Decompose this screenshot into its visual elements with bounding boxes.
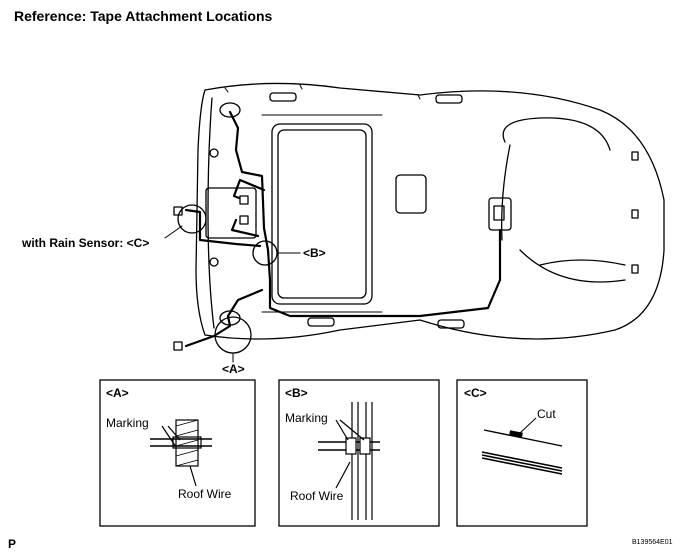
callout-a-label: <A> (222, 362, 245, 376)
callout-circle-c (177, 204, 207, 234)
detail-c-drawing (481, 417, 563, 475)
detail-b-roof-wire: Roof Wire (290, 489, 344, 503)
detail-a-drawing (150, 419, 212, 487)
rain-sensor-callout: with Rain Sensor: <C> (22, 236, 150, 250)
detail-b-title: <B> (285, 386, 308, 400)
detail-b-marking: Marking (285, 411, 328, 425)
detail-panel-a (99, 379, 256, 527)
headliner-outline (195, 82, 665, 340)
footer-letter: P (8, 537, 17, 551)
detail-a-title: <A> (106, 386, 129, 400)
page-title: Reference: Tape Attachment Locations (14, 8, 273, 24)
detail-b-drawing (318, 402, 380, 520)
detail-c-cut: Cut (537, 407, 556, 421)
callout-circle-a (214, 316, 252, 354)
detail-panel-c (456, 379, 588, 527)
callout-b-label: <B> (303, 246, 326, 260)
detail-panel-b (278, 379, 440, 527)
callout-circle-b (252, 240, 278, 266)
roof-wire (228, 110, 502, 318)
rear-lamp (488, 197, 512, 231)
interior-light (395, 174, 427, 214)
figure-code: B139564E01 (632, 539, 673, 546)
detail-a-roof-wire: Roof Wire (178, 487, 232, 501)
detail-c-title: <C> (464, 386, 487, 400)
sunroof-opening (271, 123, 373, 305)
detail-a-marking: Marking (106, 416, 149, 430)
